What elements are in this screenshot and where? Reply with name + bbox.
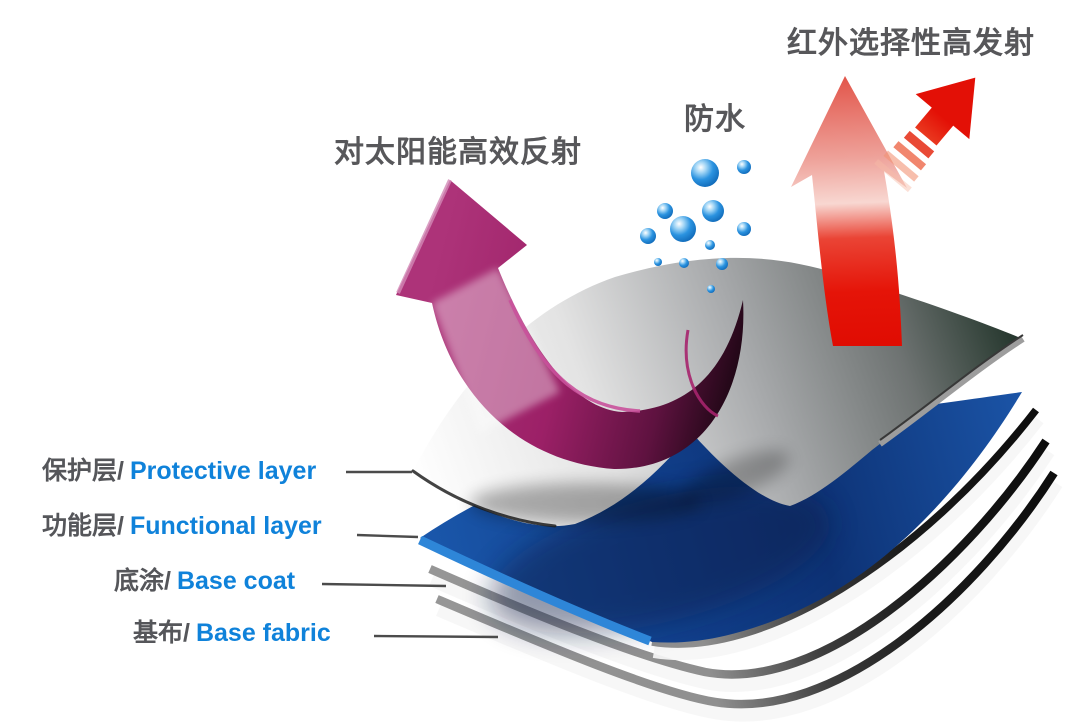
ir-emission-arrow-large: [791, 76, 907, 346]
base-fabric-sheet: [435, 470, 1063, 722]
leader-line-basefabric: [373, 634, 499, 639]
label-leader-lines: [321, 470, 499, 639]
label-basecoat-zh: 底涂/: [114, 567, 171, 595]
label-basefabric-zh: 基布/: [133, 619, 190, 647]
label-basecoat-en: Base coat: [176, 567, 296, 595]
water-droplets: [640, 159, 751, 293]
label-functional-zh: 功能层/: [42, 512, 124, 540]
annotation-waterproof: 防水: [684, 103, 746, 136]
label-base-fabric: 基布/Base fabric: [133, 618, 331, 648]
functional-layer-underedge: [651, 407, 1044, 661]
label-basefabric-en: Base fabric: [195, 619, 331, 647]
solar-reflection-arrow: [396, 179, 744, 470]
leader-line-functional: [356, 533, 419, 539]
annotation-solar-reflection: 对太阳能高效反射: [334, 136, 582, 169]
label-protective-en: Protective layer: [129, 457, 317, 485]
ir-emission-arrow-small: [874, 77, 976, 193]
annotation-infrared-emission: 红外选择性高发射: [787, 27, 1035, 60]
label-functional-en: Functional layer: [129, 512, 322, 540]
label-functional-layer: 功能层/Functional layer: [42, 511, 322, 541]
functional-layer-sheet: [418, 392, 1022, 646]
label-protective-zh: 保护层/: [42, 457, 124, 485]
label-protective-layer: 保护层/Protective layer: [42, 456, 316, 486]
label-base-coat: 底涂/Base coat: [114, 566, 295, 596]
leader-line-basecoat: [321, 582, 447, 588]
